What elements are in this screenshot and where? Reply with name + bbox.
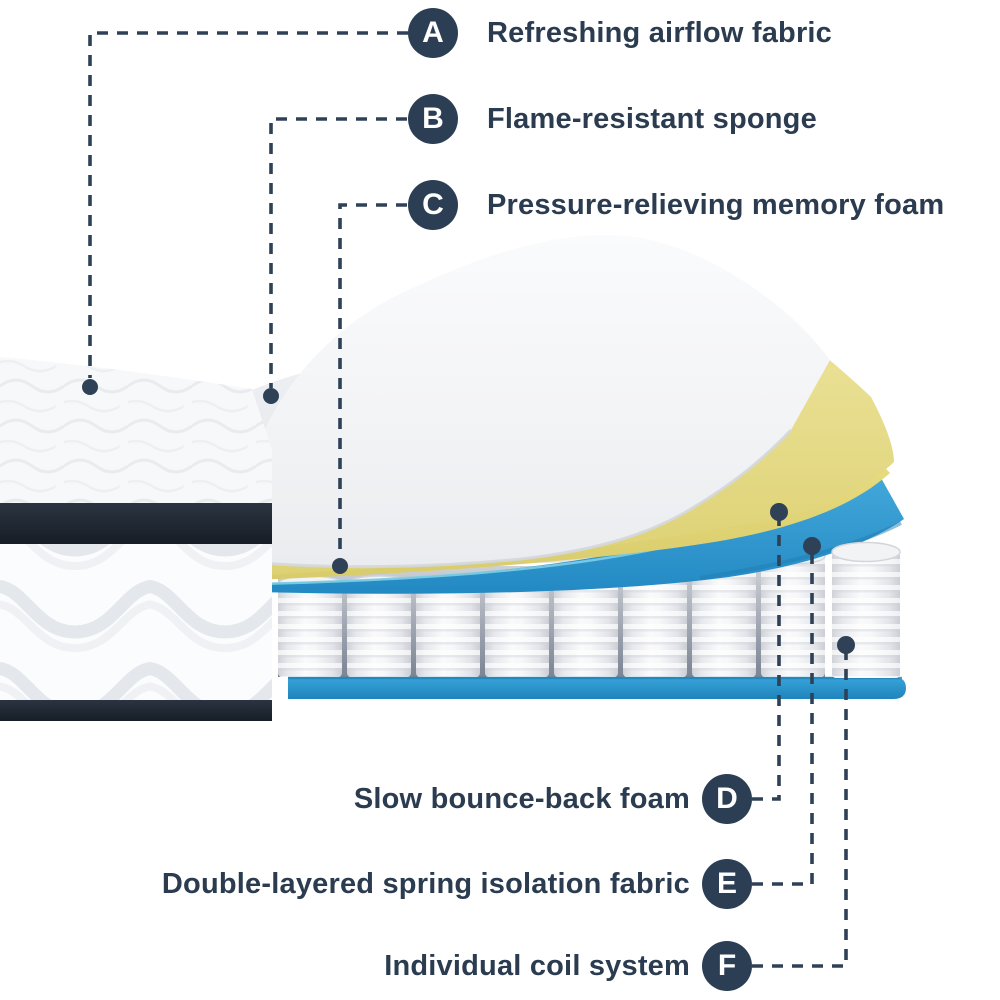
leader-line-b xyxy=(269,117,407,388)
sponge-sheet xyxy=(249,234,830,569)
leader-line-c xyxy=(338,203,407,558)
label-refreshing-airflow-fabric: Refreshing airflow fabric xyxy=(487,17,833,49)
coil-row xyxy=(277,547,826,677)
coil xyxy=(484,573,550,677)
marker-a-letter: A xyxy=(422,16,444,49)
anchor-dot-a xyxy=(82,379,98,395)
marker-f-letter: F xyxy=(717,949,737,982)
marker-f: F xyxy=(702,941,752,991)
spring-isolation-sheet xyxy=(254,451,904,594)
anchor-dot-b xyxy=(263,388,279,404)
spring-isolation-base xyxy=(288,676,906,699)
anchor-dot-f xyxy=(837,636,855,654)
label-individual-coil-system: Individual coil system xyxy=(384,950,690,982)
marker-b-letter: B xyxy=(422,102,444,135)
marker-a: A xyxy=(408,8,458,58)
marker-b: B xyxy=(408,94,458,144)
marker-d-letter: D xyxy=(716,782,738,815)
label-slow-bounce-back-foam: Slow bounce-back foam xyxy=(353,783,690,815)
leader-line-d xyxy=(752,520,781,801)
leader-line-a xyxy=(88,31,408,378)
marker-e: E xyxy=(702,859,752,909)
coil xyxy=(553,569,619,677)
marker-c-letter: C xyxy=(422,188,444,221)
wavy-fabric-panel xyxy=(0,544,272,700)
leader-line-f xyxy=(752,652,848,968)
individual-coil xyxy=(831,541,901,678)
coil xyxy=(277,575,343,677)
navy-band-bottom xyxy=(0,700,272,721)
label-flame-resistant-sponge: Flame-resistant sponge xyxy=(487,103,817,135)
anchor-dot-d xyxy=(770,503,788,521)
navy-band-top xyxy=(0,503,272,544)
mattress-front xyxy=(0,357,272,721)
marker-e-letter: E xyxy=(716,867,737,900)
label-double-layered-spring-isolation-fabric: Double-layered spring isolation fabric xyxy=(161,868,690,900)
quilted-top xyxy=(0,357,272,503)
coil xyxy=(760,547,826,677)
marker-d: D xyxy=(702,774,752,824)
anchor-dot-c xyxy=(332,558,348,574)
label-pressure-relieving-memory-foam: Pressure-relieving memory foam xyxy=(487,189,945,221)
coil xyxy=(346,575,412,677)
anchor-dot-e xyxy=(803,537,821,555)
leader-lines xyxy=(82,31,855,968)
leader-line-e xyxy=(752,554,814,886)
marker-c: C xyxy=(408,180,458,230)
